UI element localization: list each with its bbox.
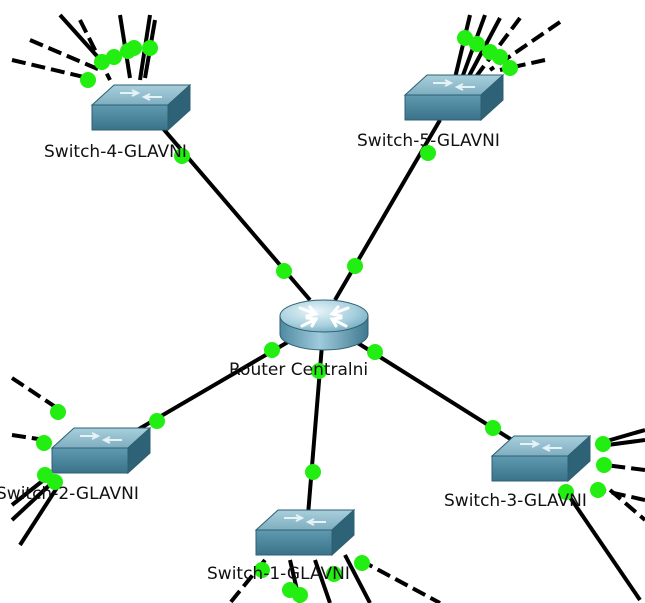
router-centralni[interactable] xyxy=(279,299,369,351)
switch-5-label: Switch-5-GLAVNI xyxy=(357,131,500,151)
switch-4[interactable] xyxy=(90,83,192,132)
switch-3-label: Switch-3-GLAVNI xyxy=(444,491,587,511)
port-indicators xyxy=(36,30,612,603)
switch-2[interactable] xyxy=(50,426,152,475)
switch-2-label: Switch-2-GLAVNI xyxy=(0,484,139,504)
switch-3[interactable] xyxy=(490,434,592,483)
router-label: Router Centralni xyxy=(229,360,369,380)
switch-4-label: Switch-4-GLAVNI xyxy=(44,142,187,162)
switch-1[interactable] xyxy=(254,508,356,557)
switch-1-label: Switch-1-GLAVNI xyxy=(207,564,350,584)
switch-5[interactable] xyxy=(403,73,505,122)
